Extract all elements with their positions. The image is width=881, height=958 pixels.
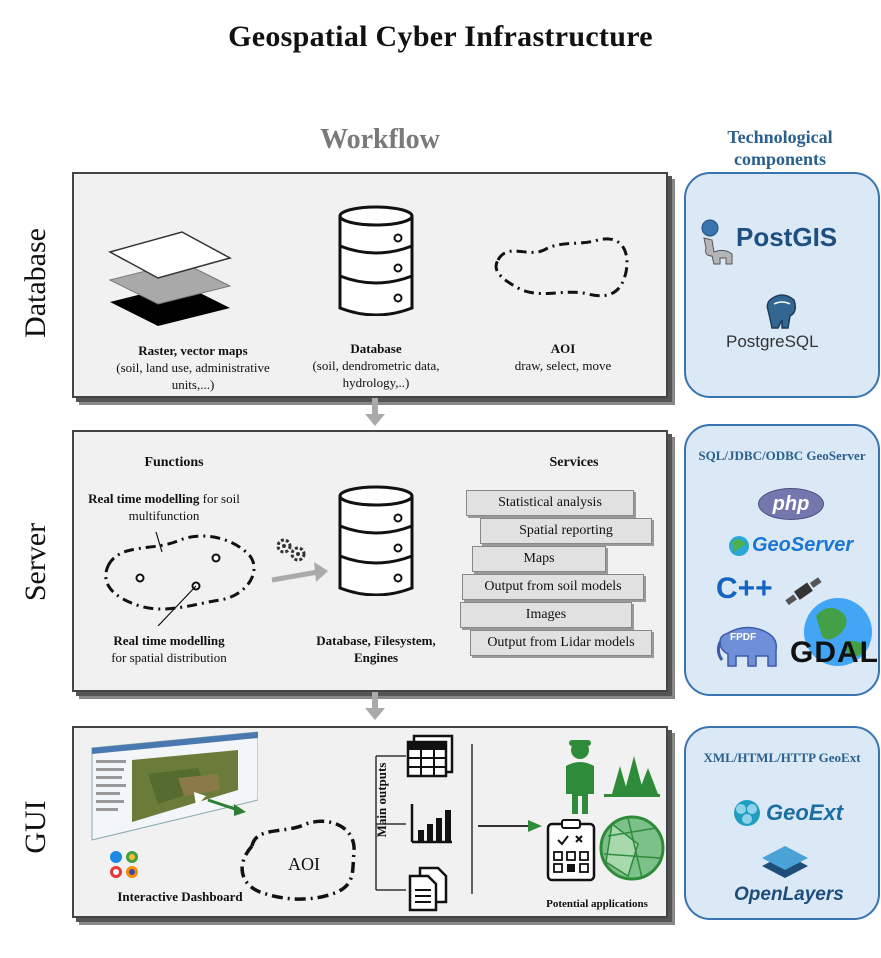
rt-soil-label: Real time modelling for soil multifuncti… — [84, 490, 244, 524]
database-label: Database (soil, dendrometric data, hydro… — [294, 340, 458, 391]
gui-aoi-shape-icon — [240, 819, 356, 901]
tech-db-panel: PostGIS PostgreSQL — [684, 172, 880, 398]
row-label-gui: GUI — [19, 800, 52, 854]
function-aoi-icon — [104, 531, 256, 626]
service-item: Images — [460, 602, 632, 628]
dashboard-screenshot-icon — [91, 731, 258, 841]
tech-heading: Technological components — [727, 127, 833, 169]
rt-soil-bold: Real time modelling — [88, 491, 200, 506]
documents-icon — [408, 866, 448, 912]
gui-aoi-label: AOI — [288, 854, 320, 874]
aoi-title: AOI — [550, 341, 576, 356]
postgis-logo: PostGIS — [736, 222, 838, 252]
geoext-logo: GeoExt — [766, 800, 844, 825]
database-desc: (soil, dendrometric data, hydrology,..) — [312, 358, 440, 390]
aoi-desc: draw, select, move — [514, 358, 612, 373]
openlayers-logo: OpenLayers — [734, 884, 844, 905]
dashboard-label: Interactive Dashboard — [117, 889, 243, 904]
gui-panel: Interactive Dashboard AOI Main outputs — [72, 726, 668, 918]
cpp-logo: C++ — [716, 572, 773, 605]
service-item: Output from soil models — [462, 574, 644, 600]
postgresql-elephant-icon — [766, 294, 797, 329]
apps-arrow — [471, 744, 542, 894]
database-title: Database — [350, 341, 402, 356]
diagram-title: Geospatial Cyber Infrastructure — [228, 20, 653, 53]
functions-heading: Functions — [144, 455, 204, 470]
gears-icon — [276, 538, 306, 562]
gdal-globe-icon — [785, 577, 872, 666]
server-protocols: SQL/JDBC/ODBC GeoServer — [698, 448, 866, 463]
arrow-down-icon — [365, 398, 385, 426]
openlayers-icon — [762, 846, 808, 878]
workflow-heading: Workflow — [320, 124, 440, 155]
forester-icon — [566, 740, 660, 814]
postgresql-logo: PostgreSQL — [726, 332, 819, 351]
fpdf-elephant-icon — [716, 626, 778, 667]
arrow-right-icon — [271, 562, 328, 583]
database-icon — [338, 205, 414, 316]
aoi-shape-icon — [494, 237, 629, 298]
row-label-server: Server — [19, 522, 52, 602]
service-item: Maps — [472, 546, 606, 572]
geoext-icon — [734, 800, 760, 826]
fpdf-logo: FPDF — [730, 632, 757, 643]
tech-server-panel: SQL/JDBC/ODBC GeoServer php GeoServer C+… — [684, 424, 880, 696]
gdal-logo: GDAL — [790, 636, 879, 669]
arrow-down-icon — [365, 692, 385, 720]
map-layers-icon — [108, 231, 232, 326]
row-label-database: Database — [19, 228, 52, 338]
server-database-icon — [338, 485, 414, 596]
php-logo: php — [758, 488, 824, 520]
rt-spatial-rest: for spatial distribution — [111, 650, 227, 665]
services-heading: Services — [549, 455, 599, 470]
rt-spatial-label: Real time modelling for spatial distribu… — [84, 632, 254, 666]
geoserver-logo: GeoServer — [752, 534, 854, 556]
outputs-bracket — [375, 755, 406, 891]
maps-label: Raster, vector maps (soil, land use, adm… — [98, 342, 288, 393]
postgis-elephant-icon — [701, 219, 733, 265]
browser-icons — [110, 851, 138, 878]
maps-desc: (soil, land use, administrative units,..… — [116, 360, 270, 392]
bar-chart-icon — [410, 804, 452, 844]
rt-soil-rest: for soil multifunction — [128, 491, 240, 523]
service-item: Statistical analysis — [466, 490, 634, 516]
server-db-caption: Database, Filesystem, Engines — [316, 633, 436, 665]
service-item: Output from Lidar models — [470, 630, 652, 656]
potential-apps-label: Potential applications — [546, 898, 648, 910]
service-item: Spatial reporting — [480, 518, 652, 544]
gui-protocols: XML/HTML/HTTP GeoExt — [703, 750, 861, 765]
server-panel: Functions Services Real time modelling f… — [72, 430, 668, 692]
aoi-label: AOI draw, select, move — [478, 340, 648, 374]
checklist-icon — [546, 819, 596, 882]
round-map-icon — [599, 815, 665, 881]
rt-spatial-bold: Real time modelling — [113, 633, 225, 648]
geoserver-icon — [729, 536, 749, 556]
tech-gui-panel: XML/HTML/HTTP GeoExt GeoExt OpenLayers — [684, 726, 880, 920]
database-panel: Raster, vector maps (soil, land use, adm… — [72, 172, 668, 398]
maps-title: Raster, vector maps — [138, 343, 248, 358]
table-icon — [406, 734, 454, 778]
